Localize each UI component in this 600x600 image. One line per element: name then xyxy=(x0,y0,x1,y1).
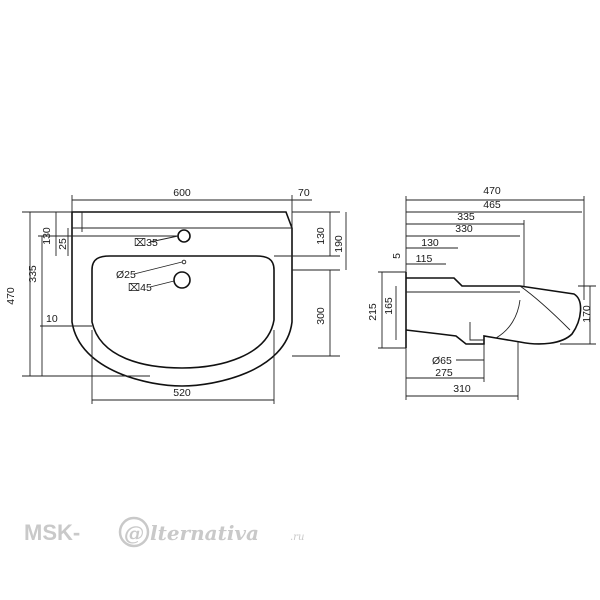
dim-115: 115 xyxy=(416,253,433,265)
overflow-leader xyxy=(133,261,183,275)
watermark-brand: MSK- xyxy=(24,520,80,545)
watermark-script: lternativa xyxy=(150,521,259,545)
overflow-hole xyxy=(181,259,187,265)
drain-pipe xyxy=(469,322,484,341)
dim-70: 70 xyxy=(298,187,310,199)
dim-130-left: 130 xyxy=(41,227,53,245)
watermark-at: @ xyxy=(124,521,144,545)
side-body xyxy=(405,277,582,345)
watermark: MSK- @ lternativa .ru xyxy=(24,516,304,548)
dim-520: 520 xyxy=(173,387,191,399)
at-logo-icon xyxy=(118,516,150,548)
dim-335-side: 335 xyxy=(457,211,475,223)
dim-335: 335 xyxy=(27,265,39,283)
label-tap-hole: ⌧35 xyxy=(134,237,158,249)
dim-275: 275 xyxy=(435,367,453,379)
front-view: 600 70 470 335 130 25 10 ⌧35 Ø25 ⌧45 130… xyxy=(5,187,347,404)
dim-470-side: 470 xyxy=(483,185,501,197)
basin-outline xyxy=(71,211,293,387)
tap-hole-leader xyxy=(149,235,179,243)
label-overflow: ⌧45 xyxy=(128,282,152,294)
dim-470: 470 xyxy=(5,287,17,305)
dim-215: 215 xyxy=(367,303,379,321)
side-bowl-curve xyxy=(519,285,571,331)
dim-300: 300 xyxy=(315,307,327,325)
watermark-tld: .ru xyxy=(290,532,304,543)
dim-170: 170 xyxy=(581,305,593,323)
dim-190: 190 xyxy=(333,235,345,253)
dim-310: 310 xyxy=(453,383,471,395)
dim-165: 165 xyxy=(383,297,395,315)
side-inner-curve xyxy=(495,299,521,339)
dim-600: 600 xyxy=(173,187,191,199)
label-drain: Ø25 xyxy=(116,269,136,281)
dim-465: 465 xyxy=(483,199,501,211)
inner-bowl xyxy=(91,255,275,369)
dim-25: 25 xyxy=(57,238,69,250)
dim-5: 5 xyxy=(391,253,403,259)
side-view: 470 465 335 330 130 115 5 215 165 170 Ø6… xyxy=(367,185,596,400)
dim-130-side: 130 xyxy=(421,237,439,249)
tap-hole xyxy=(177,229,191,243)
dim-130-right: 130 xyxy=(315,227,327,245)
dim-330: 330 xyxy=(455,223,473,235)
dim-10: 10 xyxy=(46,313,58,325)
dim-drain-dia: Ø65 xyxy=(432,355,452,367)
drain-leader xyxy=(149,280,175,288)
drain-hole xyxy=(173,271,191,289)
